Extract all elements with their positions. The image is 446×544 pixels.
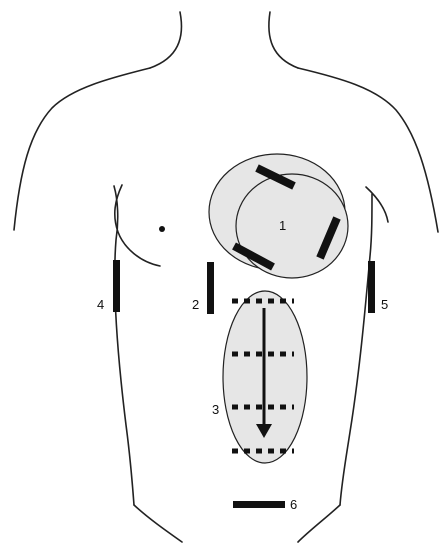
label-site-3: 3 (212, 402, 219, 417)
bar-site-2 (207, 262, 214, 314)
bar-site-5 (368, 261, 375, 313)
neck-right-outline (269, 12, 298, 68)
label-site-6: 6 (290, 497, 297, 512)
label-site-2: 2 (192, 297, 199, 312)
bar-site-4 (113, 260, 120, 312)
neck-left-outline (150, 12, 181, 68)
label-site-1: 1 (279, 218, 286, 233)
nipple-mark (159, 226, 165, 232)
label-site-4: 4 (97, 297, 104, 312)
shoulder-left-outline (14, 68, 150, 230)
chest-left-outline (115, 185, 160, 266)
groin-left-outline (134, 505, 182, 542)
label-site-5: 5 (381, 297, 388, 312)
bar-site-6 (233, 501, 285, 508)
chest-right-outline (366, 187, 388, 222)
groin-right-outline (298, 505, 340, 542)
axilla-left-outline (114, 186, 134, 505)
